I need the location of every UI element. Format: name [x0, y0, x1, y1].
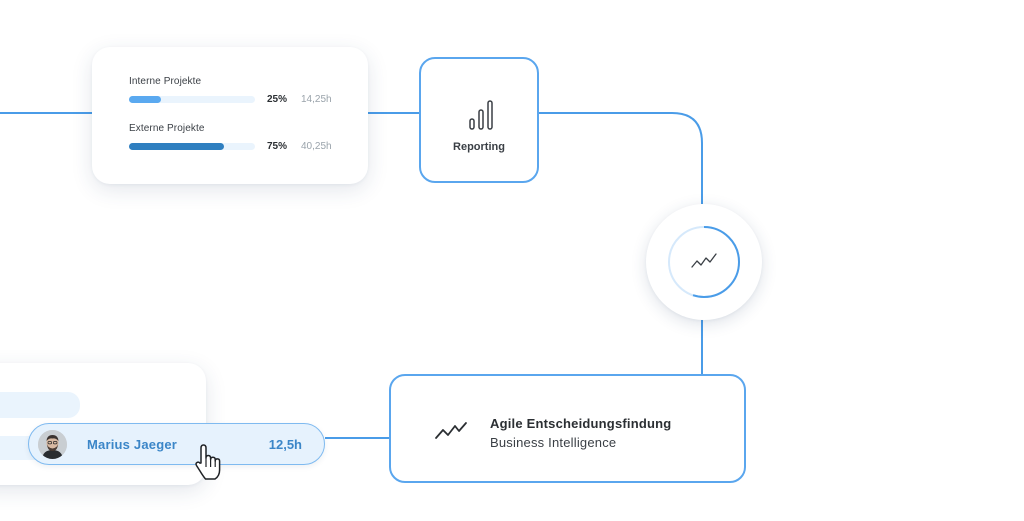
percent-value: 75% — [267, 141, 288, 152]
time-tracking-card: Interne Projekte 25% 14,25h Externe Proj… — [92, 47, 368, 184]
progress-track — [129, 143, 255, 150]
trend-icon — [691, 253, 717, 268]
project-internal: Interne Projekte 25% 14,25h — [129, 76, 349, 106]
agile-title: Agile Entscheidungsfindung — [490, 416, 672, 431]
trend-icon — [435, 422, 467, 439]
hours-value: 40,25h — [301, 141, 332, 152]
trend-progress-node[interactable] — [646, 204, 762, 320]
user-name: Marius Jaeger — [87, 437, 178, 452]
project-external: Externe Projekte 75% 40,25h — [129, 123, 349, 153]
user-row-selected[interactable]: Marius Jaeger 12,5h — [28, 423, 325, 465]
project-label: Interne Projekte — [129, 76, 202, 87]
reporting-node[interactable]: Reporting — [419, 57, 539, 183]
hours-value: 14,25h — [301, 94, 332, 105]
bar-chart-icon — [469, 100, 493, 130]
user-hours: 12,5h — [268, 437, 302, 452]
progress-fill — [129, 143, 224, 150]
agile-decision-card[interactable]: Agile Entscheidungsfindung Business Inte… — [389, 374, 746, 483]
progress-track — [129, 96, 255, 103]
avatar — [38, 430, 67, 459]
progress-fill — [129, 96, 161, 103]
progress-ring-fill — [668, 226, 740, 298]
hand-cursor-icon — [195, 444, 221, 480]
project-label: Externe Projekte — [129, 123, 205, 134]
reporting-label: Reporting — [453, 141, 505, 153]
placeholder-row — [0, 392, 80, 418]
agile-subtitle: Business Intelligence — [490, 435, 617, 450]
percent-value: 25% — [267, 94, 288, 105]
